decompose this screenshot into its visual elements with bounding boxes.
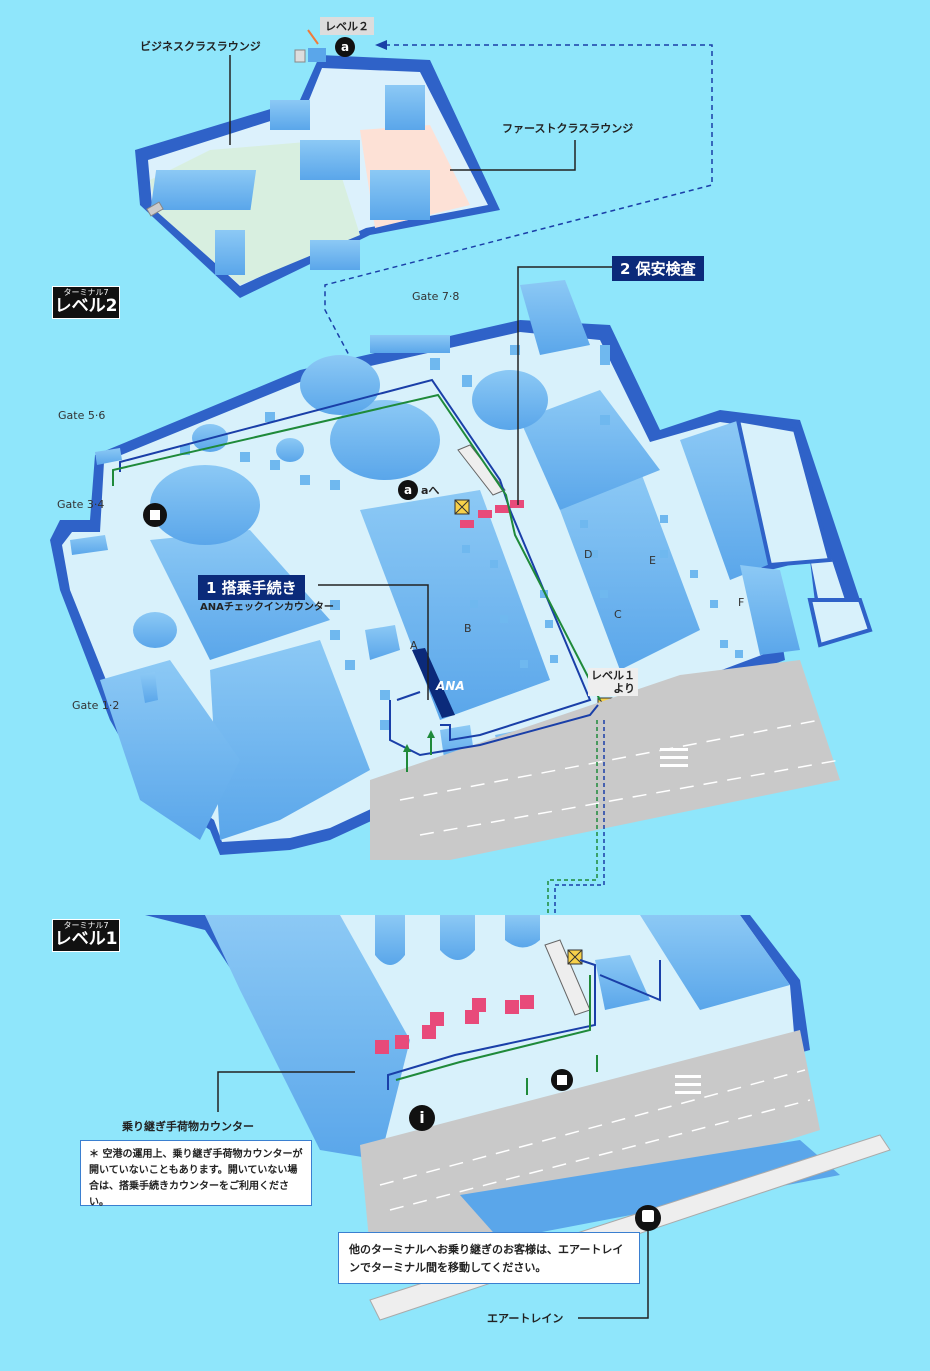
transfer-counter-label: 乗り継ぎ手荷物カウンター xyxy=(122,1119,254,1133)
level-1-plan xyxy=(145,915,891,1321)
level-label: レベル1 xyxy=(54,929,118,949)
terminal-level-1-tag: ターミナル7 レベル1 xyxy=(52,919,120,952)
ana-logo: ANA xyxy=(435,679,465,693)
terminal-label: ターミナル7 xyxy=(63,921,109,930)
level-label: レベル2 xyxy=(54,296,118,316)
a-marker-top: a xyxy=(341,40,349,54)
area-f: F xyxy=(738,596,744,609)
gate-5-6: Gate 5·6 xyxy=(58,409,105,422)
info-icon xyxy=(409,1105,435,1131)
info-label: i xyxy=(419,1108,424,1127)
area-c: C xyxy=(614,608,622,621)
business-lounge-label: ビジネスクラスラウンジ xyxy=(140,39,261,53)
terminal-label: ターミナル7 xyxy=(63,288,109,297)
from-level-1-line2: より xyxy=(613,682,635,696)
area-b: B xyxy=(464,622,472,635)
from-level-1-label: レベル１ より xyxy=(588,668,638,697)
train-icon xyxy=(635,1205,661,1231)
lounge-level-badge: レベル２ xyxy=(320,17,374,35)
from-level-1-line1: レベル１ xyxy=(591,669,635,682)
transfer-note: ＊ 空港の運用上、乗り継ぎ手荷物カウンターが開いていないこともあります。開いてい… xyxy=(80,1140,312,1208)
baggage-icon xyxy=(143,503,573,1091)
a-marker-main: a xyxy=(404,483,412,497)
area-d: D xyxy=(584,548,592,561)
gate-7-8: Gate 7·8 xyxy=(412,290,459,303)
gate-3-4: Gate 3·4 xyxy=(57,498,104,511)
area-e: E xyxy=(649,554,656,567)
airtrain-label: エアートレイン xyxy=(487,1312,563,1325)
first-lounge-label: ファーストクラスラウンジ xyxy=(502,122,633,135)
terminal-level-2-tag: ターミナル7 レベル2 xyxy=(52,286,120,319)
lounge-level-plan xyxy=(135,29,500,298)
level-2-plan xyxy=(50,280,873,860)
security-step-label: 2 保安検査 xyxy=(612,256,704,281)
checkin-sub-label: ANAチェックインカウンター xyxy=(200,601,334,613)
airtrain-note: 他のターミナルへお乗り継ぎのお客様は、エアートレインでターミナル間を移動してくだ… xyxy=(338,1232,640,1284)
checkin-step-label: 1 搭乗手続き xyxy=(198,575,305,600)
gate-1-2: Gate 1·2 xyxy=(72,699,119,712)
a-marker-icon xyxy=(335,37,418,500)
area-a: A xyxy=(410,639,418,652)
a-to-label: aへ xyxy=(421,484,439,497)
